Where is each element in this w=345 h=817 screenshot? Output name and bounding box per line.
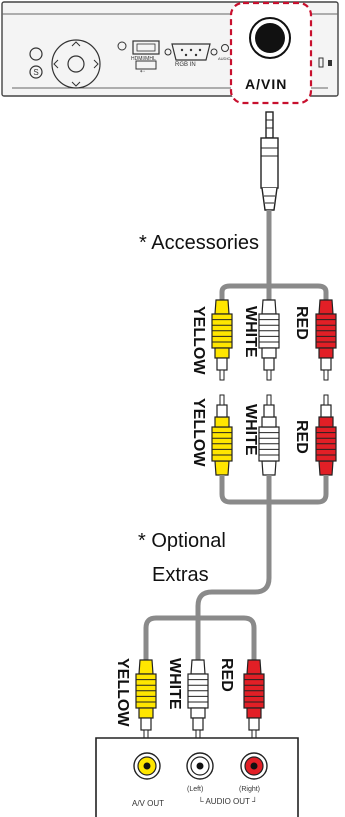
lower-red-label: RED [218,658,235,692]
right-label: (Right) [239,786,261,793]
accessories-note: * Accessories [139,232,260,254]
usb-port-icon [135,60,157,70]
left-label: (Left) [187,786,204,793]
indicator-icon [117,41,127,51]
source-button-icon [29,65,43,79]
upper-white-plug [258,299,280,381]
lower-white-label: WHITE [166,658,183,710]
source-device [95,737,299,817]
audio-jack-icon [221,44,229,52]
lower-yellow-label: YELLOW [114,658,131,727]
middle-plug-row [211,394,337,476]
optional-note-line1: * Optional [138,530,226,552]
av-plug [260,111,279,211]
upper-red-plug [315,299,337,381]
rgb-port-icon [171,43,211,61]
middle-white-label: WHITE [242,404,259,456]
power-button-icon [29,47,43,61]
av-in-label: A/VIN [245,76,288,92]
upper-plug-row [211,299,337,381]
optional-note-line2: Extras [152,564,209,586]
lower-yellow-plug [135,659,157,741]
upper-red-label: RED [293,306,310,340]
upper-white-label: WHITE [242,306,259,358]
hdmi-label: HDMI/MHL [131,56,156,62]
lower-plug-row [135,659,265,741]
middle-white-plug [258,394,280,476]
middle-yellow-label: YELLOW [190,398,207,467]
middle-yellow-plug [211,394,233,476]
av-in-jack-icon [255,23,285,53]
av-in-port-highlight [229,1,313,105]
upper-yellow-label: YELLOW [190,306,207,375]
audio-out-label: └ AUDIO OUT ┘ [198,797,258,806]
upper-yellow-plug [211,299,233,381]
svg-text:S: S [33,68,38,77]
lower-white-plug [187,659,209,741]
usb-label: ⇠ [140,69,146,75]
lower-red-plug [243,659,265,741]
av-out-label: A/V OUT [132,799,165,808]
rgb-label: RGB IN [175,62,196,68]
navigation-pad-icon [51,39,101,89]
audio-label: AUDIO [218,56,231,61]
middle-red-plug [315,394,337,476]
lock-slot-icon [318,57,324,68]
middle-red-label: RED [293,420,310,454]
hdmi-port-icon [132,40,160,55]
